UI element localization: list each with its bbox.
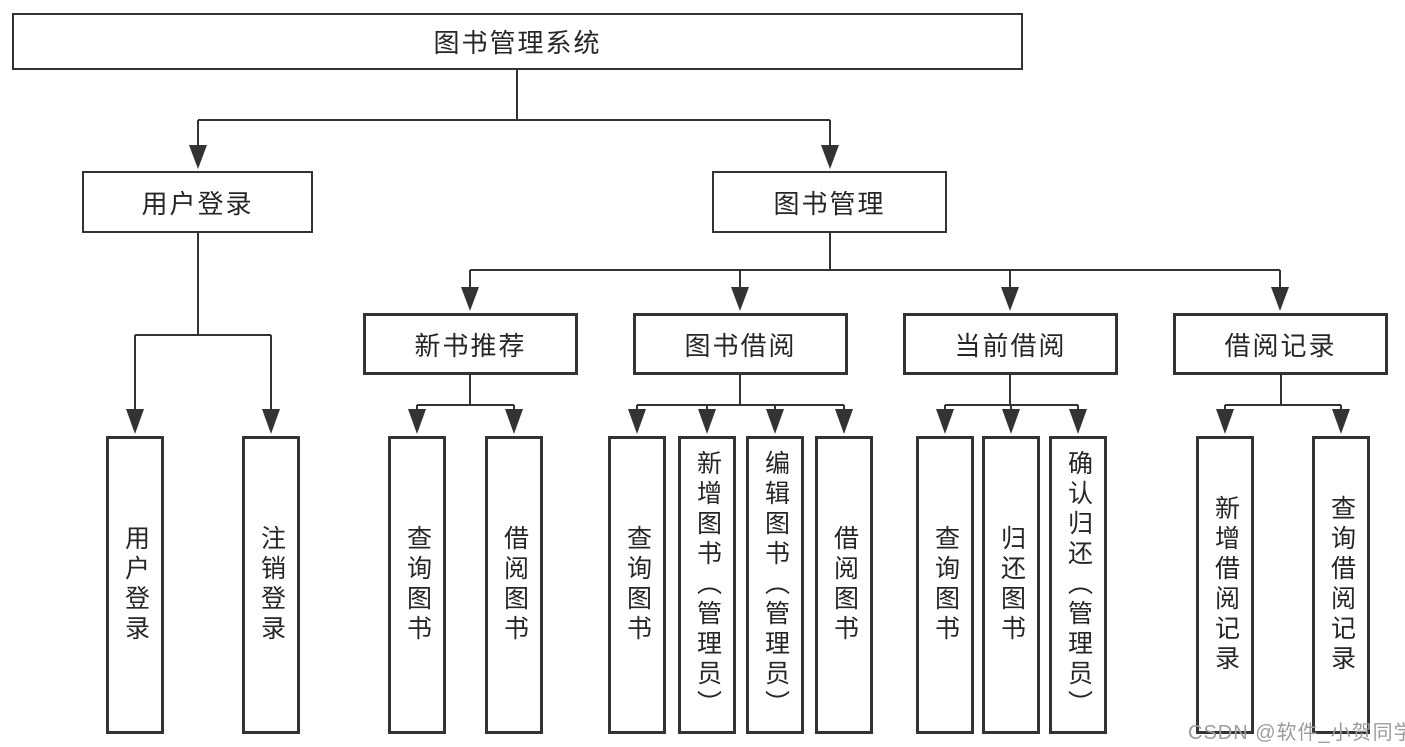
leaf-borrow-books: 借阅图书: [815, 436, 873, 734]
node-book-borrowing: 图书借阅: [633, 313, 848, 375]
node-label: 新增图书（管理员）: [693, 450, 722, 720]
csdn-watermark: CSDN @软件_小贺同学: [1188, 722, 1405, 744]
leaf-add-borrow-record: 新增借阅记录: [1196, 436, 1254, 734]
leaf-query-borrow-record: 查询借阅记录: [1312, 436, 1370, 734]
node-label: 图书管理: [773, 188, 886, 219]
node-book-management: 图书管理: [712, 171, 947, 233]
node-label: 注销登录: [257, 525, 286, 645]
node-user-login: 用户登录: [82, 171, 313, 233]
node-label: 归还图书: [997, 525, 1026, 645]
node-label: 借阅记录: [1224, 330, 1337, 361]
leaf-query-books-borrow: 查询图书: [608, 436, 666, 734]
node-label: 确认归还（管理员）: [1064, 450, 1093, 720]
node-borrowing-records: 借阅记录: [1173, 313, 1388, 375]
tree-edges: [134, 70, 1342, 411]
node-label: 当前借阅: [954, 330, 1067, 361]
node-label: 图书借阅: [684, 330, 797, 361]
node-label: 编辑图书（管理员）: [761, 450, 790, 720]
node-label: 借阅图书: [830, 525, 859, 645]
leaf-borrow-books-recommend: 借阅图书: [485, 436, 543, 734]
node-label: 查询图书: [931, 525, 960, 645]
node-label: 借阅图书: [500, 525, 529, 645]
node-new-book-recommendation: 新书推荐: [363, 313, 578, 375]
node-label: 查询图书: [623, 525, 652, 645]
node-root-system: 图书管理系统: [12, 13, 1023, 70]
leaf-return-books: 归还图书: [982, 436, 1040, 734]
node-label: 用户登录: [121, 525, 150, 645]
leaf-query-books-recommend: 查询图书: [388, 436, 446, 734]
node-label: 新增借阅记录: [1211, 495, 1240, 675]
node-label: 查询图书: [403, 525, 432, 645]
leaf-confirm-return-admin: 确认归还（管理员）: [1049, 436, 1107, 734]
leaf-query-books-current: 查询图书: [916, 436, 974, 734]
node-current-borrowing: 当前借阅: [903, 313, 1118, 375]
leaf-user-login: 用户登录: [106, 436, 164, 734]
arrowhead-icons: [126, 145, 1350, 434]
leaf-edit-book-admin: 编辑图书（管理员）: [746, 436, 804, 734]
node-label: 图书管理系统: [433, 28, 602, 58]
leaf-add-book-admin: 新增图书（管理员）: [678, 436, 736, 734]
node-label: 查询借阅记录: [1327, 495, 1356, 675]
node-label: 新书推荐: [414, 330, 527, 361]
node-label: 用户登录: [141, 188, 254, 219]
leaf-logout: 注销登录: [242, 436, 300, 734]
